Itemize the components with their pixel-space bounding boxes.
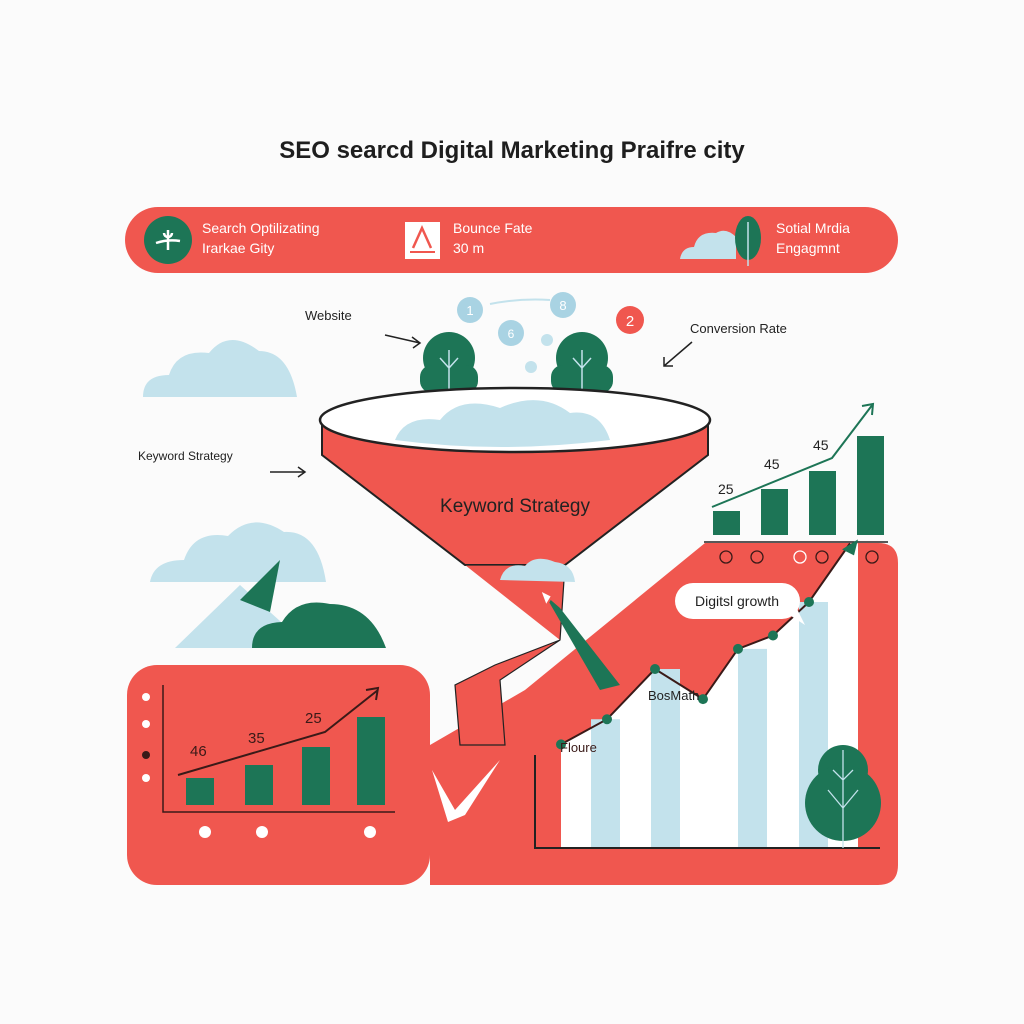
- bar-label: 46: [190, 743, 207, 760]
- website-label: Website: [305, 308, 352, 323]
- warning-triangle-icon: [405, 222, 440, 259]
- bar: [857, 436, 884, 535]
- bar-label: 25: [305, 710, 322, 727]
- chat-bubble-icon: 8: [550, 292, 576, 318]
- banner-item3-line1: Sotial Mrdia: [776, 220, 850, 236]
- bar-label: 25: [718, 481, 734, 497]
- mountain-icon: [240, 560, 280, 612]
- tree-cloud-icon: [680, 216, 761, 266]
- conversion-rate-label: Conversion Rate: [690, 321, 787, 336]
- cloud-icon: [150, 522, 326, 582]
- tree-icon: [420, 332, 478, 393]
- checkmark-icon: [432, 760, 500, 822]
- chat-bubble-icon: 6: [498, 320, 524, 346]
- banner-item2-line2: 30 m: [453, 240, 484, 256]
- bar: [738, 648, 767, 848]
- bar-label: 45: [813, 437, 829, 453]
- bar: [761, 489, 788, 535]
- pencil-icon: [538, 587, 620, 690]
- speech-bubble: [675, 583, 805, 625]
- svg-text:8: 8: [559, 298, 566, 313]
- tree-icon: [805, 745, 881, 848]
- chat-bubble-icon: 1: [457, 297, 483, 323]
- banner-item1-line2: Irarkae Gity: [202, 240, 274, 256]
- data-point: [804, 597, 814, 607]
- left-bar-chart: 46 35 25: [142, 685, 395, 838]
- svg-text:2: 2: [626, 313, 634, 330]
- top-right-bar-chart: 25 45 45: [704, 402, 888, 564]
- svg-text:1: 1: [466, 303, 473, 318]
- data-point: [650, 664, 660, 674]
- data-point: [556, 739, 566, 750]
- floure-label: Floure: [560, 740, 597, 755]
- banner-item1-line1: Search Optilizating: [202, 220, 320, 236]
- bosmath-label: BosMath: [648, 688, 699, 703]
- bar: [357, 717, 385, 805]
- bar-label: 45: [764, 456, 780, 472]
- data-point: [733, 643, 743, 654]
- chat-bubble-icon: 2: [616, 306, 644, 334]
- bar: [809, 471, 836, 535]
- series-line: [560, 542, 851, 746]
- bar: [713, 511, 740, 535]
- bar: [651, 669, 680, 848]
- funnel: [318, 386, 712, 746]
- bar: [186, 778, 214, 805]
- digital-growth-label: Digitsl growth: [695, 593, 779, 609]
- cloud-icon: [143, 339, 297, 397]
- tree-icon: [551, 332, 613, 393]
- keyword-strategy-side-label: Keyword Strategy: [138, 449, 233, 463]
- leaf-badge-icon: [144, 216, 192, 264]
- bar-label: 35: [248, 730, 265, 747]
- bar: [302, 747, 330, 805]
- funnel-label: Keyword Strategy: [440, 496, 590, 517]
- arrow-icon: [270, 466, 307, 478]
- page-title: SEO searcd Digital Marketing Praifre cit…: [279, 137, 745, 164]
- arrow-icon: [384, 334, 422, 349]
- bar: [245, 765, 273, 805]
- arrow-icon: [663, 341, 693, 367]
- area-fill: [561, 543, 858, 848]
- data-point: [602, 714, 612, 725]
- data-point: [768, 630, 778, 641]
- axis-icons: [142, 693, 376, 838]
- banner-item2-line1: Bounce Fate: [453, 220, 533, 236]
- banner-item3-line2: Engagmnt: [776, 240, 840, 256]
- data-point: [698, 694, 708, 705]
- bush-icon: [252, 602, 386, 648]
- arrow-head-icon: [842, 539, 858, 556]
- bar: [591, 719, 620, 848]
- svg-text:6: 6: [508, 327, 515, 341]
